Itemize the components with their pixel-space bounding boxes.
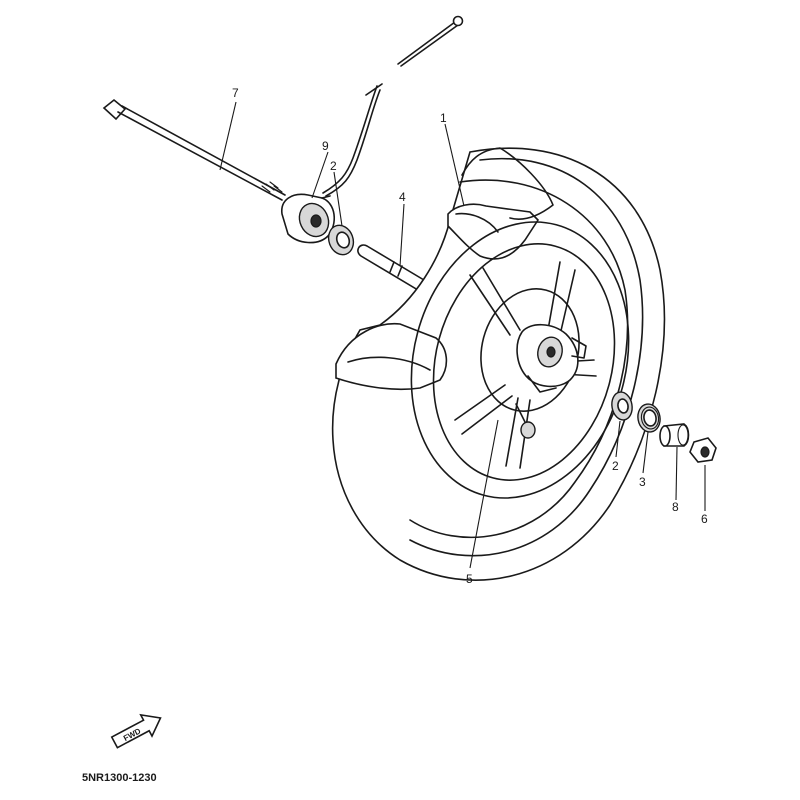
callout-9: 9 [322, 139, 329, 153]
callout-8: 8 [672, 500, 679, 514]
wheel-and-tire [331, 147, 666, 581]
front-axle [102, 98, 286, 201]
fwd-arrow-icon: FWD [110, 713, 162, 749]
callout-6: 6 [701, 512, 708, 526]
callout-5: 5 [466, 572, 473, 586]
speedometer-gear-unit [281, 193, 335, 244]
part-code: 5NR1300-1230 [82, 772, 157, 784]
leader-lines [219, 101, 706, 569]
callout-2-lower: 2 [612, 459, 619, 473]
callout-4: 4 [399, 190, 406, 204]
bearing [637, 403, 661, 433]
oil-seal-lower [611, 391, 633, 421]
oil-seal-upper [327, 224, 355, 256]
tire-valve [515, 403, 536, 439]
callout-7: 7 [232, 86, 239, 100]
axle-nut [689, 437, 717, 463]
collar [659, 423, 690, 447]
callout-3: 3 [639, 475, 646, 489]
callout-1: 1 [440, 111, 447, 125]
callout-2-upper: 2 [330, 159, 337, 173]
speedometer-cable [322, 15, 464, 197]
